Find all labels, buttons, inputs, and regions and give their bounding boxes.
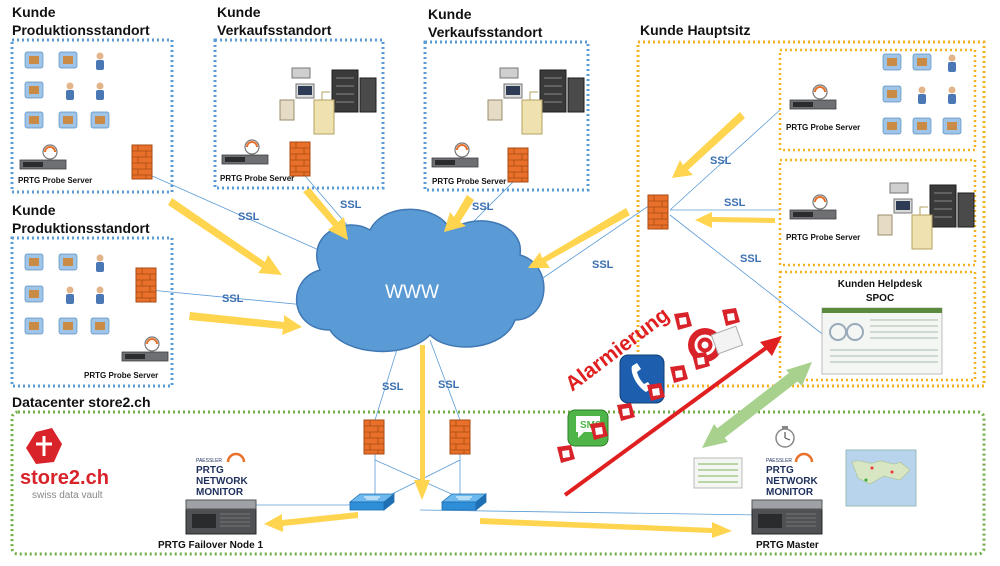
firewall-icon	[363, 419, 385, 455]
prod2-probe-label: PRTG Probe Server	[84, 371, 158, 380]
traffic-arrows	[168, 112, 775, 538]
ssl-label: SSL	[438, 379, 460, 391]
site-title-sales2-line1: Kunde	[428, 6, 472, 22]
firewall-icon	[647, 194, 669, 230]
dashboard-screen-icon	[821, 307, 943, 375]
site-title-prod2-line2: Produktionsstandort	[12, 220, 150, 236]
probe-server-icon	[19, 144, 67, 170]
site-box-prod1	[10, 38, 174, 194]
svg-text:NETWORK: NETWORK	[196, 476, 248, 487]
site-title-sales2-line2: Verkaufsstandort	[428, 24, 543, 40]
sync-arrow	[702, 362, 812, 448]
prod2-workstation-icons	[24, 253, 110, 335]
site-title-hq: Kunde Hauptsitz	[640, 22, 750, 38]
datacenter-title: Datacenter store2.ch	[12, 394, 151, 410]
ssl-label: SSL	[592, 259, 614, 271]
probe-server-icon	[431, 142, 479, 168]
svg-text:MONITOR: MONITOR	[766, 487, 814, 498]
site-title-sales1-line1: Kunde	[217, 4, 261, 20]
site-title-prod1-line2: Produktionsstandort	[12, 22, 150, 38]
hq-helpdesk-box	[778, 270, 977, 382]
hq-probe2-label: PRTG Probe Server	[786, 233, 860, 242]
store2-logo-name: store2.ch	[20, 467, 109, 489]
prod1-workstation-icons	[24, 51, 110, 129]
cloud-label: WWW	[385, 282, 439, 303]
firewall-icon	[135, 267, 157, 303]
firewall-icon	[131, 144, 153, 180]
sales1-server-icon	[279, 67, 377, 135]
svg-text:PRTG: PRTG	[196, 465, 224, 476]
helpdesk-title-line2: SPOC	[866, 293, 894, 304]
sales2-server-icon	[487, 67, 585, 135]
hq-probe1-label: PRTG Probe Server	[786, 123, 860, 132]
store2-logo-tagline: swiss data vault	[32, 490, 103, 501]
hq-inner-box-1	[778, 48, 977, 152]
ssl-label: SSL	[740, 253, 762, 265]
firewall-icon	[289, 141, 311, 177]
cloud-icon	[295, 208, 545, 353]
ssl-label: SSL	[710, 155, 732, 167]
store2-logo	[26, 428, 62, 464]
hq-server-icon	[877, 182, 975, 250]
hq-workstation-icons	[882, 53, 962, 135]
datacenter-box	[10, 410, 986, 556]
ssl-label: SSL	[238, 211, 260, 223]
site-title-prod1-line1: Kunde	[12, 4, 56, 20]
master-node-label: PRTG Master	[756, 540, 819, 551]
probe-server-icon	[221, 139, 269, 165]
probe-server-icon	[789, 84, 837, 110]
prod1-probe-label: PRTG Probe Server	[18, 176, 92, 185]
svg-text:PAESSLER: PAESSLER	[196, 458, 222, 464]
ssl-label: SSL	[724, 197, 746, 209]
svg-text:PAESSLER: PAESSLER	[766, 458, 792, 464]
dashboard-screen-icon	[693, 457, 743, 489]
site-title-prod2-line1: Kunde	[12, 202, 56, 218]
alert-arrow	[563, 336, 782, 497]
stopwatch-icon	[775, 426, 795, 448]
failover-server-icon	[185, 499, 257, 535]
switch-icon	[349, 493, 395, 511]
firewall-icon	[507, 147, 529, 183]
switch-icon	[441, 493, 487, 511]
site-box-prod2	[10, 236, 174, 388]
site-box-sales2	[423, 40, 590, 192]
firewall-icon	[449, 419, 471, 455]
prtg-logo-failover: PAESSLER PRTG NETWORK MONITOR	[196, 452, 248, 498]
site-title-sales1-line2: Verkaufsstandort	[217, 22, 332, 38]
ssl-label: SSL	[472, 201, 494, 213]
sales2-probe-label: PRTG Probe Server	[432, 177, 506, 186]
sales1-probe-label: PRTG Probe Server	[220, 174, 294, 183]
ssl-label: SSL	[340, 199, 362, 211]
helpdesk-title-line1: Kunden Helpdesk	[838, 279, 923, 290]
site-box-sales1	[213, 38, 385, 190]
world-map-icon	[845, 449, 917, 507]
master-server-icon	[751, 499, 823, 535]
ssl-label: SSL	[382, 381, 404, 393]
ssl-label: SSL	[222, 293, 244, 305]
probe-server-icon	[789, 194, 837, 220]
svg-text:NETWORK: NETWORK	[766, 476, 818, 487]
prtg-logo-master: PAESSLER PRTG NETWORK MONITOR	[766, 452, 818, 498]
failover-node-label: PRTG Failover Node 1	[158, 540, 263, 551]
svg-text:MONITOR: MONITOR	[196, 487, 244, 498]
svg-text:PRTG: PRTG	[766, 465, 794, 476]
probe-server-icon	[121, 336, 169, 362]
